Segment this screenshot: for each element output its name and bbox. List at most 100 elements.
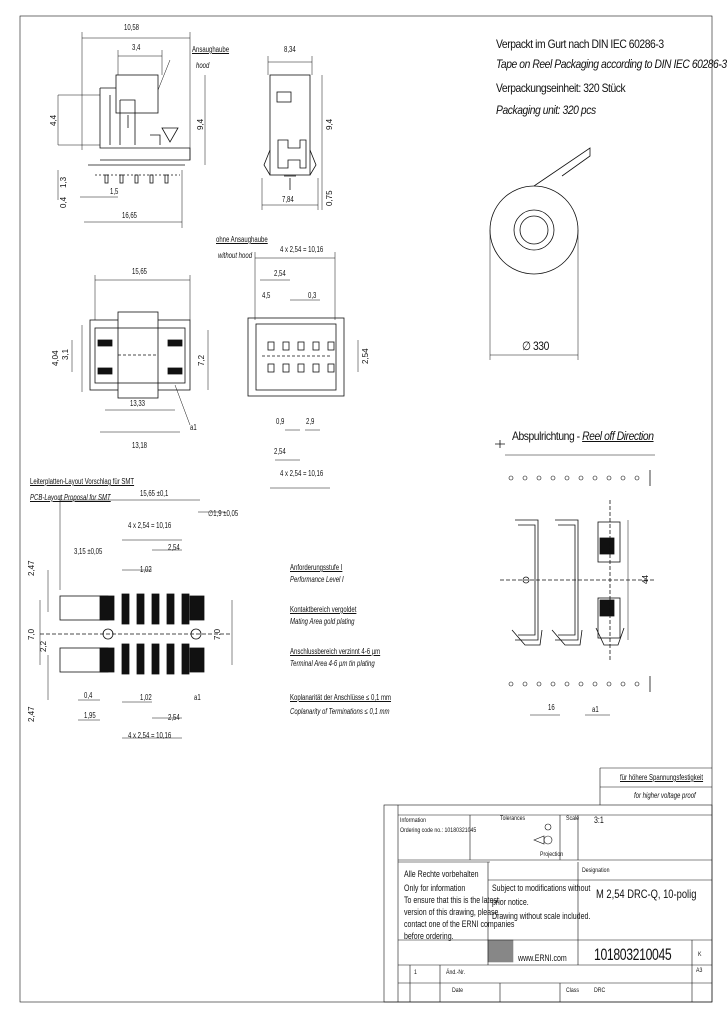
dim-0-4: 0,4: [59, 196, 68, 208]
note-line-3: contact one of the ERNI companies: [404, 919, 515, 929]
dim-1-5: 1,5: [110, 187, 119, 196]
rights-en: Only for information: [404, 883, 466, 893]
dim-13-33: 13,33: [130, 399, 146, 408]
dim-7-0-right: 7,0: [213, 628, 222, 640]
pcb-title-en: PCB-Layout Proposal for SMT: [30, 493, 111, 502]
dim-0-3: 0,3: [308, 291, 317, 300]
dim-4-5: 4,5: [262, 291, 271, 300]
view-without-hood-drawing: [247, 252, 359, 489]
hole-diameter: ∅1,9 ±0,05: [208, 509, 239, 518]
dim-9-4: 9,4: [196, 118, 205, 130]
dim-2-2: 2,2: [39, 640, 48, 652]
dim-4-04: 4,04: [51, 350, 60, 366]
suction-hood-en: hood: [196, 61, 210, 70]
class-value: DRC: [594, 987, 606, 994]
contact-area-en: Mating Area gold plating: [290, 617, 355, 626]
coplanarity-de: Koplanarität der Anschlüsse ≤ 0,1 mm: [290, 693, 392, 702]
tolerances-label: Tolerances: [500, 815, 526, 822]
reel-direction-label: Abspulrichtung - Reel off Direction: [512, 430, 654, 442]
subject-line-3: Drawing without scale included.: [492, 911, 591, 921]
change-number-label: Änd.-Nr.: [446, 969, 466, 976]
voltage-note-en: for higher voltage proof: [634, 791, 696, 800]
dim-2-9: 2,9: [306, 417, 315, 426]
contact-area-de: Kontaktbereich vergoldet: [290, 605, 357, 614]
note-line-4: before ordering.: [404, 931, 454, 941]
dim-1-02-pcb-bottom: 1,02: [140, 693, 152, 702]
without-hood-de: ohne Ansaughaube: [216, 235, 268, 244]
front-view-drawing: [261, 56, 323, 210]
without-hood-en: without hood: [218, 251, 253, 260]
top-view-drawing: [71, 275, 209, 433]
pcb-pitch-top: 4 x 2,54 = 10,16: [128, 521, 172, 530]
packaging-line-de: Verpackt im Gurt nach DIN IEC 60286-3: [496, 37, 664, 51]
dim-2-54-side: 2,54: [361, 348, 370, 364]
dim-0-9: 0,9: [276, 417, 285, 426]
tape-drawing: [495, 440, 655, 716]
dim-2-54-top: 2,54: [274, 269, 286, 278]
designation-label: Designation: [582, 867, 610, 874]
pcb-title-de: Leiterplatten-Layout Vorschlag für SMT: [30, 477, 135, 486]
terminal-area-de: Anschlussbereich verzinnt 4-6 µm: [290, 647, 381, 656]
dim-2-47-bottom: 2,47: [27, 706, 36, 722]
revision-label: K: [698, 951, 702, 958]
designation-value: M 2,54 DRC-Q, 10-polig: [596, 887, 697, 901]
revision-value: A3: [696, 967, 703, 974]
reel-direction-de: Abspulrichtung -: [512, 429, 583, 443]
dim-1-3: 1,3: [59, 176, 68, 188]
pitch-top-label: 4 x 2,54 = 10,16: [280, 245, 324, 254]
packaging-unit-en: Packaging unit: 320 pcs: [496, 103, 596, 117]
pcb-pitch-bottom: 4 x 2,54 = 10,16: [128, 731, 172, 740]
dim-7-84: 7,84: [282, 195, 294, 204]
dim-0-4-pcb: 0,4: [84, 691, 93, 700]
pcb-layout-drawing: [39, 495, 233, 739]
dim-a: a1: [190, 423, 197, 432]
projection-label: Projection: [540, 851, 564, 858]
terminal-area-en: Terminal Area 4-6 µm tin plating: [290, 659, 375, 668]
dim-0-75: 0,75: [325, 190, 334, 206]
scale-value: 3:1: [594, 815, 604, 825]
tape-dim-a1: a1: [592, 705, 599, 714]
dim-8-34: 8,34: [284, 45, 296, 54]
coplanarity-en: Coplanarity of Terminations ≤ 0,1 mm: [290, 707, 390, 716]
dim-2-47-top: 2,47: [27, 560, 36, 576]
subject-line-2: prior notice.: [492, 897, 529, 907]
order-code: Ordering code no.: 10180321045: [400, 827, 477, 834]
dim-15-65-pcb: 15,65 ±0,1: [140, 489, 169, 498]
dim-13-18: 13,18: [132, 441, 148, 450]
dim-9-4-front: 9,4: [325, 118, 334, 130]
class-label: Class: [566, 987, 580, 994]
perf-level-de: Anforderungsstufe I: [290, 563, 343, 572]
dim-4-4: 4,4: [49, 114, 58, 126]
dim-2-54-pcb: 2,54: [168, 543, 180, 552]
date-label: Date: [452, 987, 463, 994]
side-view-drawing: [57, 32, 206, 228]
reel-direction-en: Reel off Direction: [582, 429, 654, 443]
dim-3-1: 3,1: [61, 348, 70, 360]
subject-line-1: Subject to modifications without: [492, 883, 591, 893]
perf-level-en: Performance Level I: [290, 575, 344, 584]
dim-overall-width: 10,58: [124, 23, 140, 32]
reel-drawing: [489, 147, 591, 360]
voltage-note-de: für höhere Spannungsfestigkeit: [620, 773, 704, 782]
suction-hood-de: Ansaughaube: [192, 45, 230, 54]
scale-label: Scale: [566, 815, 580, 822]
dim-7-0: 7,0: [27, 628, 36, 640]
info-label: Information: [400, 817, 427, 824]
packaging-unit-de: Verpackungseinheit: 320 Stück: [496, 81, 626, 95]
dim-2-54-bottom: 2,54: [274, 447, 286, 456]
tape-dim-16: 16: [548, 703, 555, 712]
dim-15-65: 15,65: [132, 267, 148, 276]
note-line-1: To ensure that this is the latest: [404, 895, 499, 905]
reel-diameter-label: ∅ 330: [522, 339, 549, 353]
rights-de: Alle Rechte vorbehalten: [404, 869, 479, 879]
dim-7-2: 7,2: [197, 354, 206, 366]
part-number: 101803210045: [594, 945, 672, 964]
dim-3-4: 3,4: [132, 43, 141, 52]
pitch-bottom-label: 4 x 2,54 = 10,16: [280, 469, 324, 478]
company-url: www.ERNI.com: [518, 953, 567, 963]
title-block-lines: [383, 767, 713, 1003]
note-line-2: version of this drawing, please: [404, 907, 499, 917]
first-label: 1: [414, 969, 417, 976]
